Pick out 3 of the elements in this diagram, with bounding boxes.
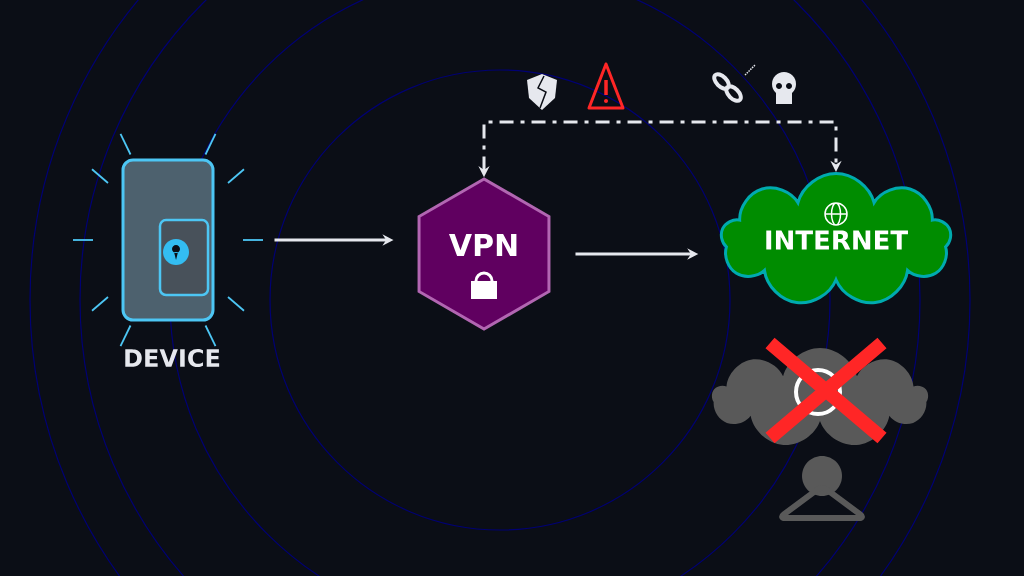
- hexagon: VPN: [417, 177, 551, 331]
- device-label: DEVICE: [125, 348, 220, 368]
- cloud: INTERNET: [719, 171, 953, 305]
